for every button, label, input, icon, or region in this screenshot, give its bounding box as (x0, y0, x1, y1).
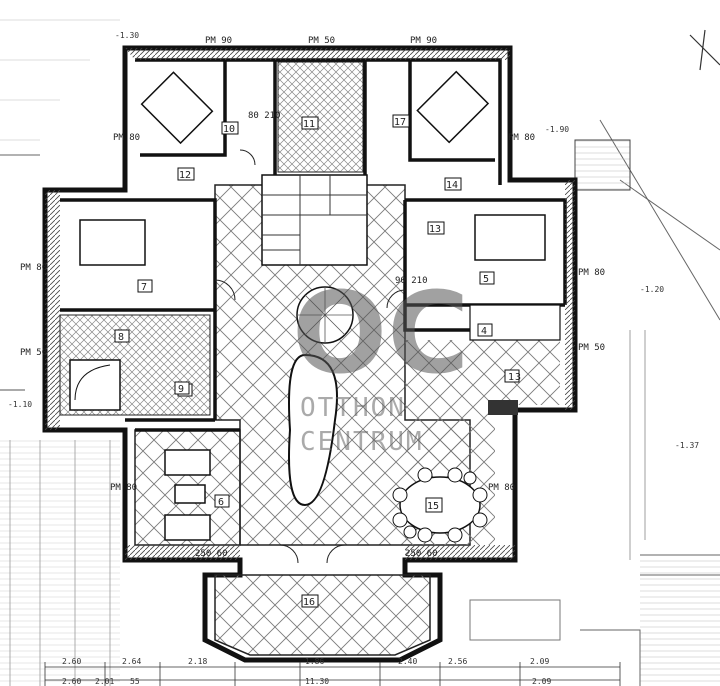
dimension-chain (44, 662, 621, 686)
room-label-13: 13 (429, 224, 441, 235)
opening-label: PM 50 (578, 343, 605, 353)
room-label-11: 11 (303, 119, 315, 130)
dimension-row-2: 2.60 2.01 55 11.30 2.09 (62, 677, 551, 686)
opening-label: PM 80 (578, 268, 605, 278)
room-label-5: 5 (483, 274, 489, 285)
level-mark: -1.90 (545, 125, 569, 134)
dimension-value: 2.09 (532, 677, 551, 686)
north-arrow-icon (689, 29, 720, 71)
stove (488, 400, 518, 415)
level-mark: -1.37 (675, 441, 699, 450)
opening-label: PM 50 (20, 348, 47, 358)
dining-chairs (392, 467, 488, 543)
watermark-line-2: CENTRUM (300, 427, 424, 457)
site-exterior (0, 19, 720, 686)
level-mark: -1.20 (640, 285, 664, 294)
bathroom-top-floor (277, 61, 364, 173)
room-label-7: 7 (141, 282, 147, 293)
opening-label: PM 80 (113, 133, 140, 143)
watermark-line-1: OTTHON (300, 393, 406, 423)
room-label-8: 8 (118, 332, 124, 343)
dimension-row-1: 2.60 2.64 2.18 1.86 2.40 2.56 2.09 (62, 657, 549, 666)
room-label-12: 12 (179, 170, 191, 181)
level-mark: -1.30 (115, 31, 139, 40)
room-label-15: 15 (427, 501, 439, 512)
room-label-4: 4 (481, 326, 487, 337)
dimension-value: 2.56 (448, 657, 467, 666)
opening-label: PM 80 (488, 483, 515, 493)
opening-label: 250 60 (195, 549, 228, 559)
room-label-1: 1 (508, 372, 514, 383)
room-label-9: 9 (178, 384, 184, 395)
opening-labels: PM 90 PM 50 PM 90 PM 80 PM 80 PM 80 PM 8… (20, 36, 605, 559)
watermark: OC OTTHON CENTRUM (292, 269, 469, 457)
dimension-value: 2.60 (62, 677, 81, 686)
doors (214, 149, 406, 564)
opening-label: PM 80 (508, 133, 535, 143)
room-label-3: 3 (515, 372, 521, 383)
level-marks: -1.30 -1.90 -1.20 -1.10 -1.37 (8, 31, 699, 450)
dimension-value: 11.30 (305, 677, 329, 686)
dimension-value: 2.60 (62, 657, 81, 666)
dimension-value: 2.64 (122, 657, 141, 666)
dimension-value: 2.01 (95, 677, 114, 686)
opening-label: 80 210 (248, 111, 281, 121)
bathtub (69, 359, 121, 411)
opening-label: PM 90 (205, 36, 232, 46)
level-mark: -1.10 (8, 400, 32, 409)
room-label-14: 14 (446, 180, 458, 191)
opening-label: PM 90 (410, 36, 437, 46)
room-label-17: 17 (394, 117, 406, 128)
dimension-value: 2.18 (188, 657, 207, 666)
opening-label: PM 50 (308, 36, 335, 46)
room-label-16: 16 (303, 597, 315, 608)
opening-label: PM 80 (110, 483, 137, 493)
terrace-floor (214, 574, 431, 656)
opening-label: 250 60 (405, 549, 438, 559)
opening-label: 90 210 (395, 276, 428, 286)
beds (79, 70, 546, 266)
dimension-value: 2.09 (530, 657, 549, 666)
oval-pool (288, 353, 338, 507)
dimension-value: 1.86 (305, 657, 324, 666)
watermark-logo: OC (292, 269, 469, 399)
opening-label: PM 80 (20, 263, 47, 273)
room-label-10: 10 (223, 124, 235, 135)
living-sofas (164, 449, 211, 541)
room-labels: 1 2 3 4 5 6 7 8 9 10 11 12 13 14 15 16 1… (114, 114, 521, 608)
staircase (261, 174, 368, 344)
dimension-value: 2.40 (398, 657, 417, 666)
dimension-value: 55 (130, 677, 140, 686)
room-label-6: 6 (218, 497, 224, 508)
